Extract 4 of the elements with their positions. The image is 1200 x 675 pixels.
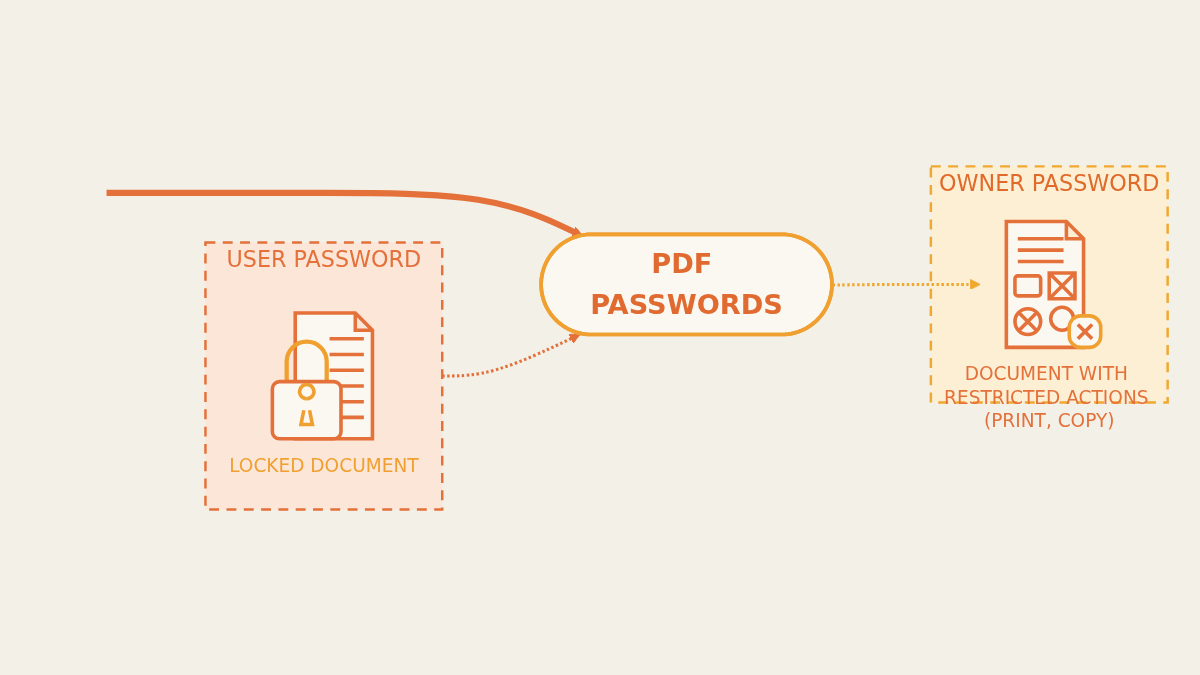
caption-text: DOCUMENT WITH RESTRICTED ACTIONS (PRINT, COPY) (944, 362, 1149, 431)
arrow (106, 189, 583, 237)
caption-text: LOCKED DOCUMENT (229, 454, 419, 476)
arrow (832, 278, 981, 290)
